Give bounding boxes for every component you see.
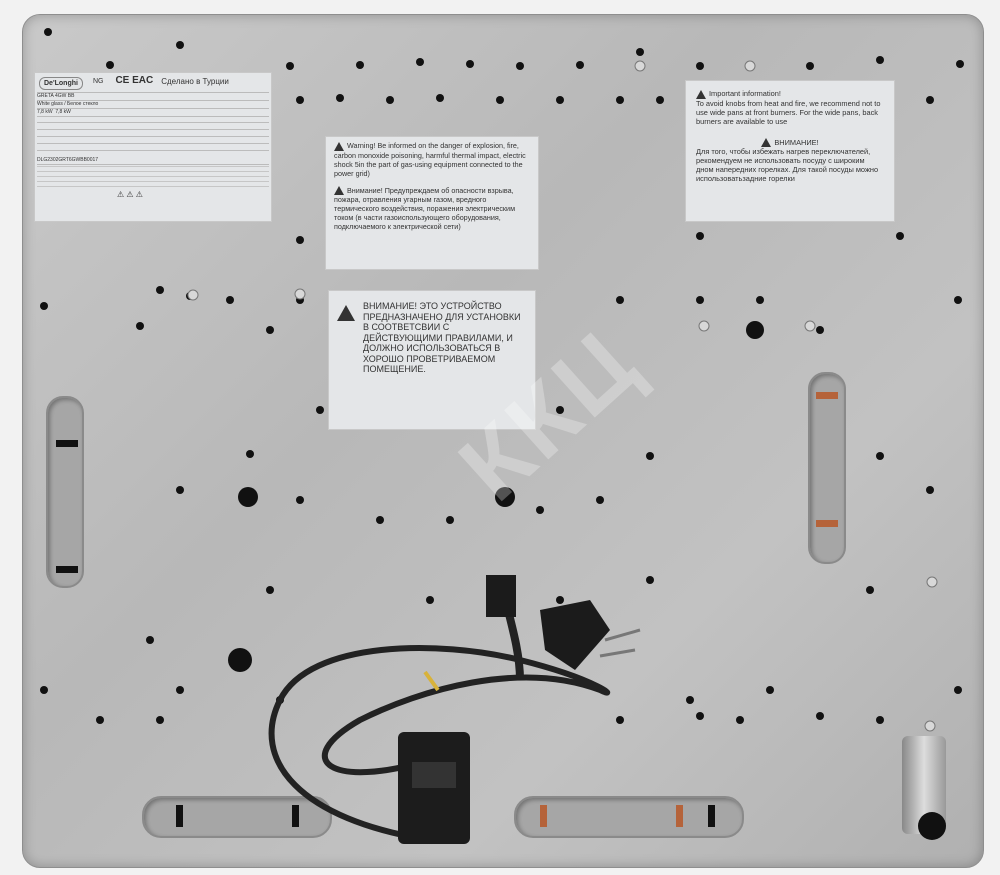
danger-warning-label: Warning! Be informed on the danger of ex… [325, 136, 539, 270]
bottom-right-slot [514, 796, 744, 838]
slot-tab [56, 440, 78, 447]
slot-tab [708, 805, 715, 827]
warning-icon [696, 89, 706, 99]
made-in: Сделано в Турции [161, 77, 229, 86]
brand-logo: De'Longhi [39, 77, 83, 90]
important-info-label: Important information! To avoid knobs fr… [685, 80, 895, 222]
warning-symbols: ⚠ ⚠ ⚠ [117, 190, 143, 199]
color-desc: White glass / Белое стекло [37, 101, 99, 107]
terminal-connector [412, 762, 456, 788]
gas-type: NG [92, 78, 104, 85]
installation-warning-text: ВНИМАНИЕ! ЭТО УСТРОЙСТВО ПРЕДНАЗНАЧЕНО Д… [363, 301, 521, 374]
warning-ru: Внимание! Предупреждаем об опасности взр… [334, 185, 516, 232]
power-lpg: 7,8 kW [55, 109, 71, 115]
serial-code: DLG2302GRT6GWBB0017 [37, 157, 99, 163]
power-ng: 7,8 kW [37, 109, 53, 115]
warning-icon [334, 141, 344, 151]
model-name: GRETA 4GW BB [37, 93, 75, 99]
right-vertical-slot [808, 372, 846, 564]
warning-icon [337, 305, 355, 321]
info-title-en: Important information! [709, 89, 781, 98]
ce-mark: CE EAC [115, 75, 154, 86]
bottom-left-slot [142, 796, 332, 838]
info-text-en: To avoid knobs from heat and fire, we re… [696, 98, 881, 126]
fine-print-block [37, 165, 269, 191]
slot-tab [816, 392, 838, 399]
fine-print-table [37, 117, 269, 157]
info-title-ru: ВНИМАНИЕ! [774, 137, 819, 147]
gas-inlet-cap [918, 812, 946, 840]
warning-en: Warning! Be informed on the danger of ex… [334, 141, 526, 178]
info-text-ru: Для того, чтобы избежать нагрев переключ… [696, 147, 879, 184]
terminal-box [398, 732, 470, 844]
slot-tab [676, 805, 683, 827]
slot-tab [292, 805, 299, 827]
installation-warning-label: ВНИМАНИЕ! ЭТО УСТРОЙСТВО ПРЕДНАЗНАЧЕНО Д… [328, 290, 536, 430]
warning-icon [761, 138, 772, 148]
slot-tab [540, 805, 547, 827]
gas-inlet-fitting [902, 736, 946, 840]
slot-tab [816, 520, 838, 527]
warning-icon [334, 186, 344, 196]
rating-plate: De'Longhi NG CE EAC Сделано в Турции GRE… [34, 72, 272, 222]
slot-tab [56, 566, 78, 573]
slot-tab [176, 805, 183, 827]
left-vertical-slot [46, 396, 84, 588]
